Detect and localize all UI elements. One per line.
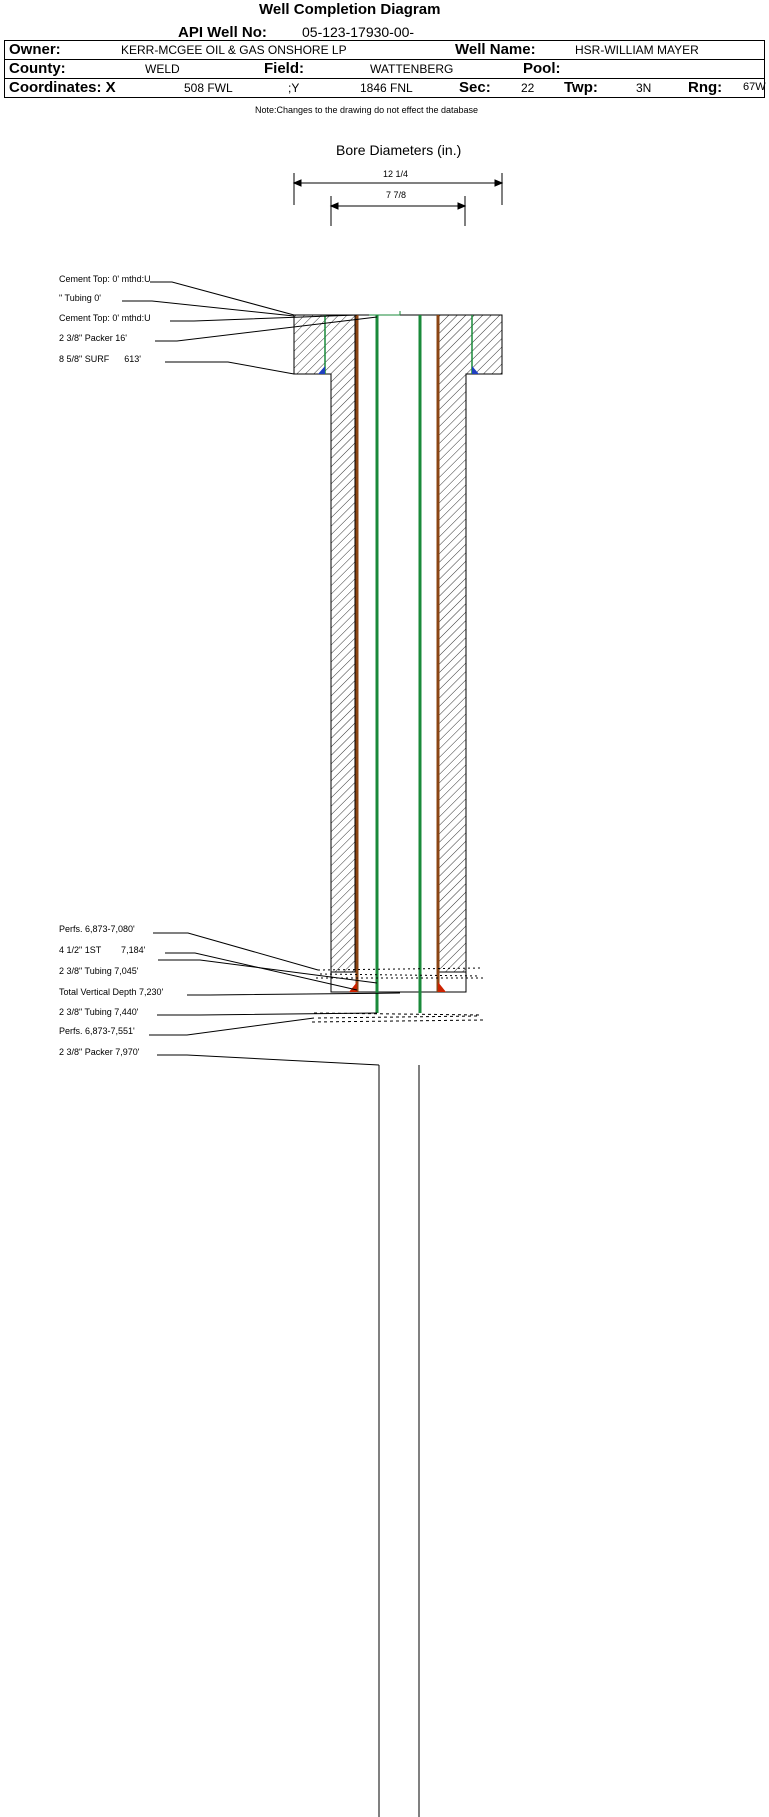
county-label: County: [9, 60, 66, 77]
perforations-lower [311, 1012, 485, 1023]
page-title: Well Completion Diagram [259, 1, 441, 18]
owner-label: Owner: [9, 41, 61, 58]
annotation-cement-top-2: Cement Top: 0' mthd:U [59, 313, 151, 323]
surface-casing-shoe-right [472, 366, 479, 374]
field-label: Field: [264, 60, 304, 77]
leader-lines-top [122, 281, 378, 375]
inner-bore-dimension [329, 196, 467, 226]
annotation-total-vertical-depth: Total Vertical Depth 7,230' [59, 987, 164, 997]
annotation-tubing-7045: 2 3/8" Tubing 7,045' [59, 966, 139, 976]
api-value: 05-123-17930-00- [302, 24, 415, 40]
annotation-surface-casing: 8 5/8" SURF 613' [59, 354, 141, 364]
x-coordinate-value: 508 FWL [184, 81, 233, 95]
county-value: WELD [145, 62, 180, 76]
coordinates-label: Coordinates: X [9, 79, 116, 96]
annotation-tubing-0: " Tubing 0' [59, 293, 101, 303]
annotation-production-casing: 4 1/2" 1ST 7,184' [59, 945, 146, 955]
annotation-perfs-1: Perfs. 6,873-7,080' [59, 924, 135, 934]
well-name-label: Well Name: [455, 41, 536, 58]
surface-casing [324, 315, 473, 374]
perforations-upper [316, 967, 484, 979]
annotation-tubing-7440: 2 3/8" Tubing 7,440' [59, 1007, 139, 1017]
leader-lines-bottom [149, 932, 401, 1066]
annotation-packer-16: 2 3/8" Packer 16' [59, 333, 127, 343]
cement-annulus [293, 314, 503, 973]
annotation-packer-7970: 2 3/8" Packer 7,970' [59, 1047, 140, 1057]
bore-diameters-title: Bore Diameters (in.) [336, 142, 462, 158]
well-name-value: HSR-WILLIAM MAYER [575, 43, 699, 57]
surface-casing-shoe-left [318, 366, 325, 374]
field-value: WATTENBERG [370, 62, 454, 76]
database-note: Note:Changes to the drawing do not effec… [255, 105, 478, 115]
lower-wellbore-extension [378, 1065, 420, 1817]
inner-bore-diameter: 7 7/8 [386, 190, 407, 200]
row-divider [4, 78, 765, 79]
production-casing-shoe-right [438, 982, 446, 992]
township-value: 3N [636, 81, 652, 95]
section-label: Sec: [459, 79, 491, 96]
tubing [375, 315, 422, 1013]
range-value: 67W [743, 81, 766, 93]
pool-label: Pool: [523, 60, 561, 77]
annotation-perfs-2: Perfs. 6,873-7,551' [59, 1026, 135, 1036]
township-label: Twp: [564, 79, 598, 96]
annotation-cement-top-1: Cement Top: 0' mthd:U [59, 274, 151, 284]
header-box [4, 40, 765, 98]
wellbore-outline [293, 314, 503, 993]
range-label: Rng: [688, 79, 723, 96]
owner-value: KERR-MCGEE OIL & GAS ONSHORE LP [121, 43, 347, 57]
api-label: API Well No: [178, 24, 267, 41]
section-value: 22 [521, 81, 535, 95]
outer-bore-diameter: 12 1/4 [383, 169, 409, 179]
production-casing [355, 315, 440, 992]
y-coordinate-label: ;Y [288, 81, 300, 95]
row-divider [4, 59, 765, 60]
y-coordinate-value: 1846 FNL [360, 81, 413, 95]
outer-bore-dimension [292, 173, 504, 205]
